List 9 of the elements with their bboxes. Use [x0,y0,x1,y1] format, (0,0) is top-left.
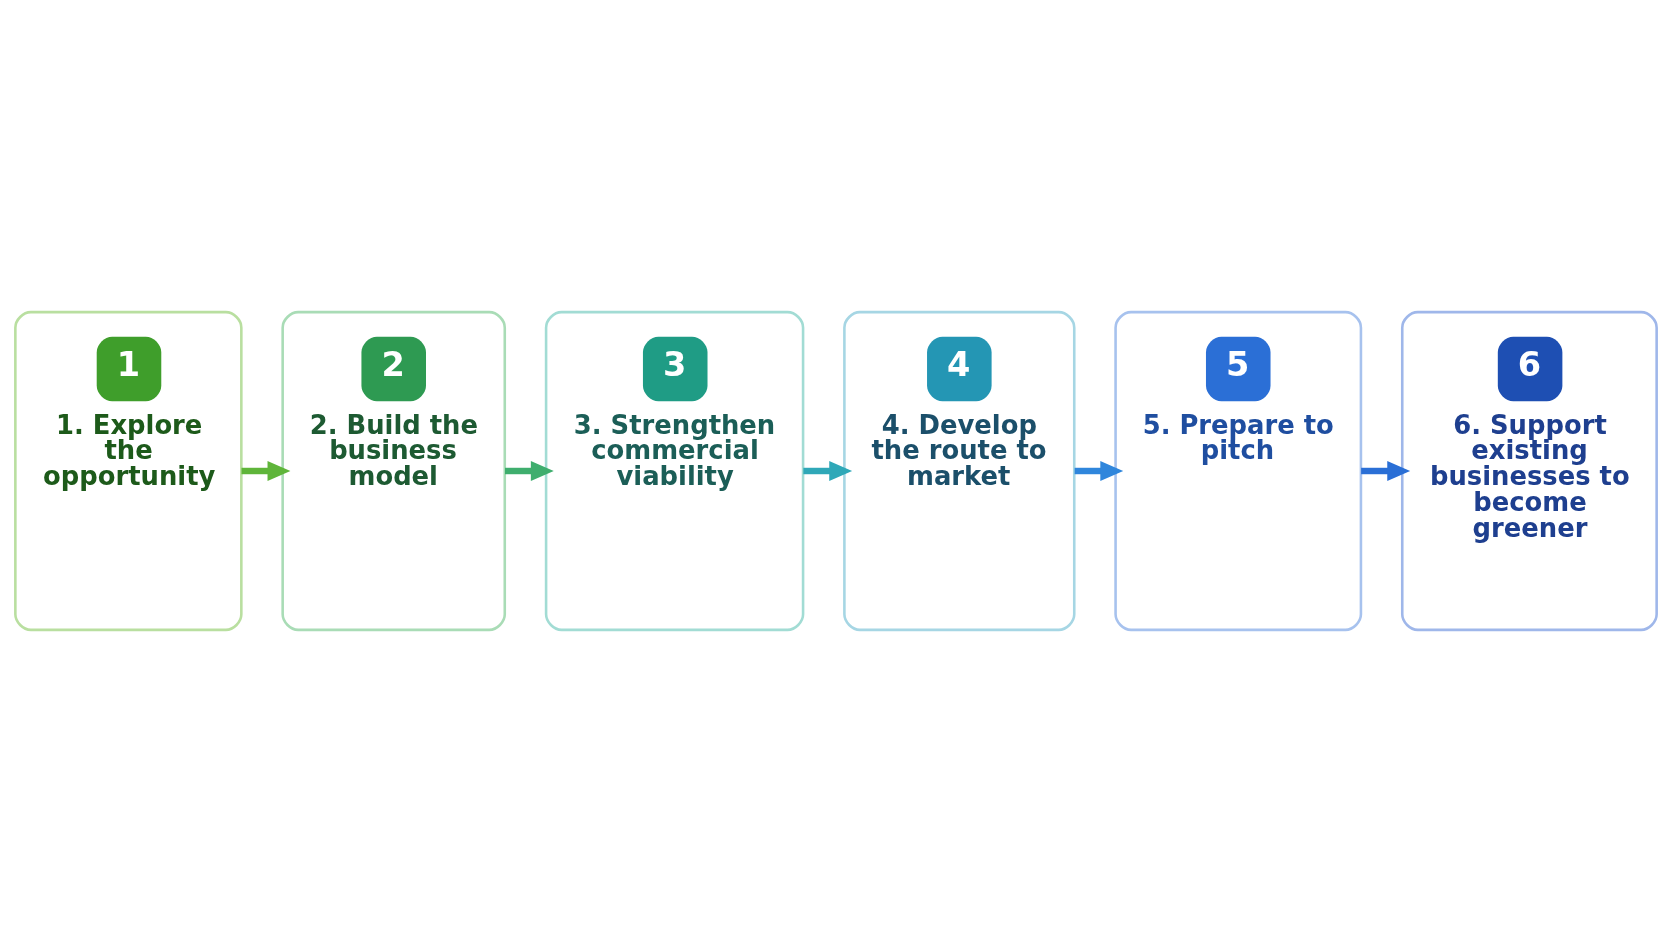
node-box: 2 2. Build the business model [281,310,507,631]
node-box: 5 5. Prepare to pitch [1114,310,1363,631]
arrow [803,460,853,481]
node-box: 6 6. Support existing businesses to become greener [1400,310,1658,631]
node-box: 3 3. Strengthen commercial viability [544,310,805,631]
arrow [1074,460,1124,481]
node-box: 4 4. Develop the route to market [843,310,1076,631]
node-box: 1 1. Explore the opportunity [14,310,243,631]
arrow [241,460,291,481]
